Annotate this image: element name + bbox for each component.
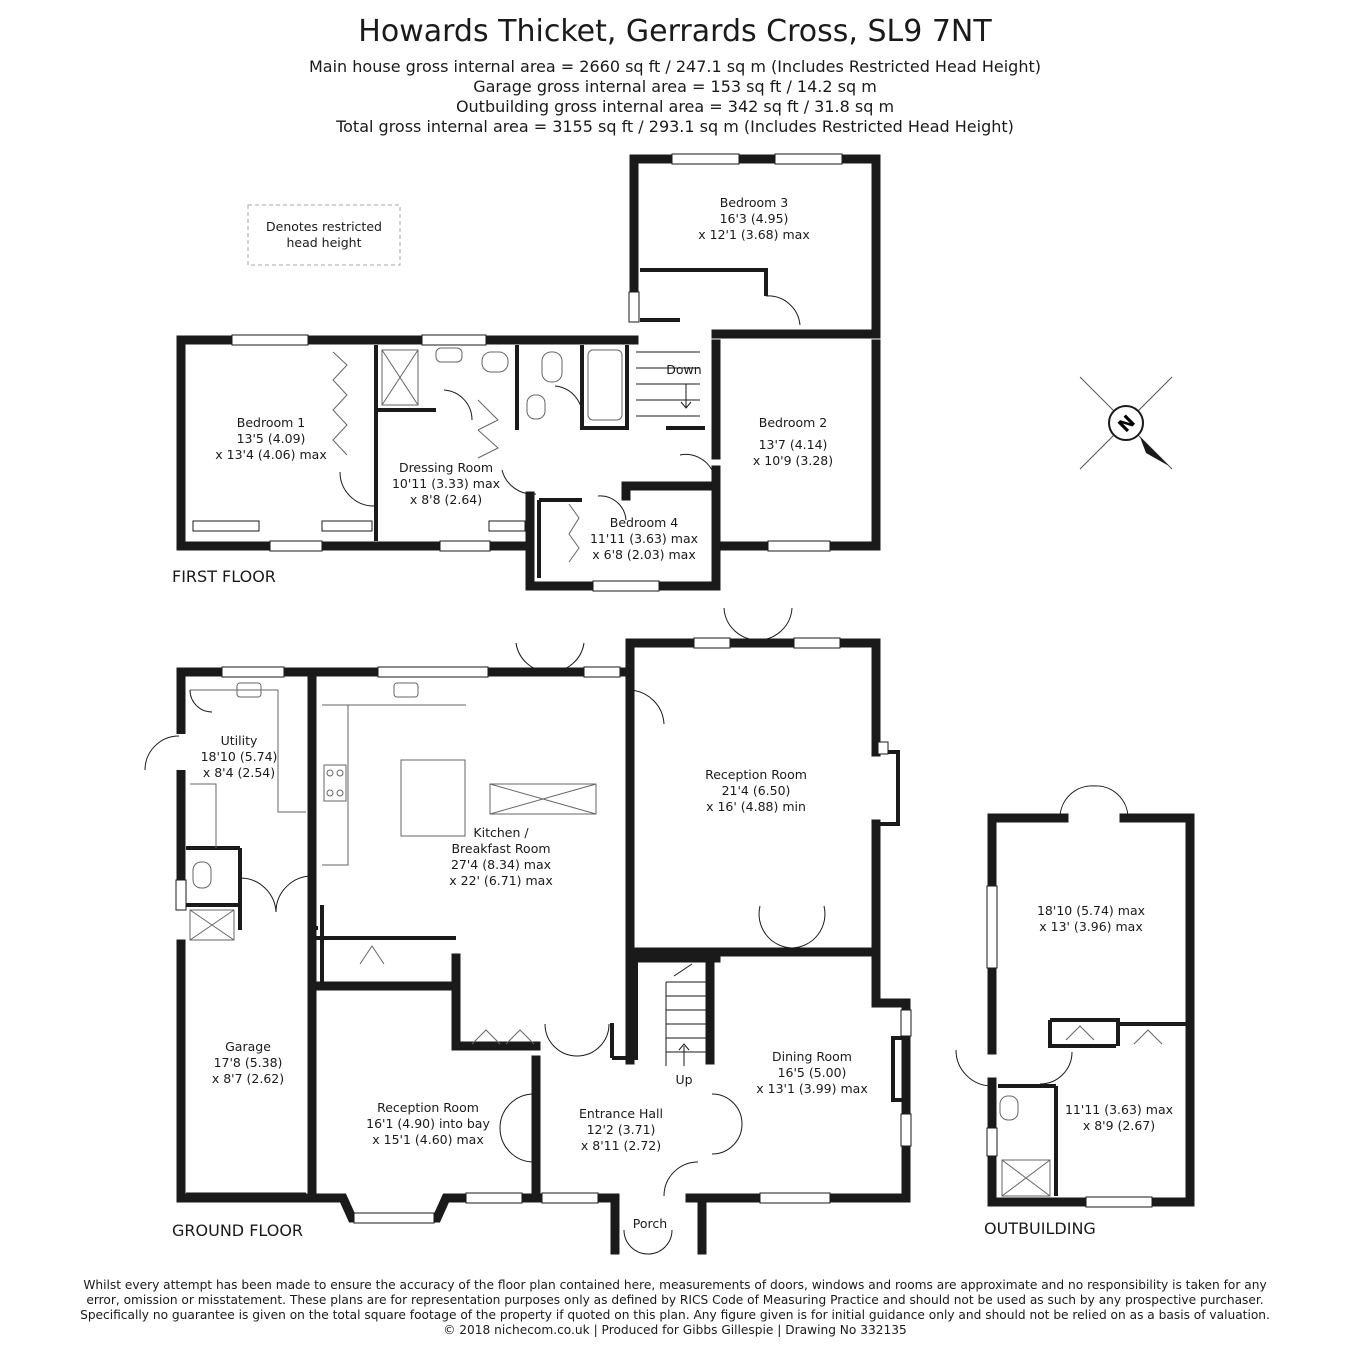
utility-dim1: 18'10 (5.74) [201, 749, 278, 764]
outbuilding-label: OUTBUILDING [984, 1219, 1096, 1238]
legend-line2: head height [286, 235, 361, 250]
garage-dim2: x 8'7 (2.62) [212, 1071, 284, 1086]
kitchen-dim1: 27'4 (8.34) max [451, 857, 551, 872]
bedroom3-dim2: x 12'1 (3.68) max [698, 227, 809, 242]
disclaimer-line1: Whilst every attempt has been made to en… [83, 1278, 1267, 1292]
bedroom3-dim1: 16'3 (4.95) [720, 211, 789, 226]
bedroom4-name: Bedroom 4 [610, 515, 679, 530]
kitchen-dim2: x 22' (6.71) max [449, 873, 552, 888]
bedroom2-dim2: x 10'9 (3.28) [753, 453, 833, 468]
copyright-line: © 2018 nichecom.co.uk | Produced for Gib… [443, 1323, 907, 1337]
dressing-dim1: 10'11 (3.33) max [392, 476, 500, 491]
outbuilding-main-dim2: x 13' (3.96) max [1039, 919, 1142, 934]
compass-icon [1079, 376, 1173, 470]
disclaimer-line2: error, omission or misstatement. These p… [86, 1293, 1264, 1307]
dressing-dim2: x 8'8 (2.64) [410, 492, 482, 507]
ground-floor-plan [144, 607, 912, 1255]
reception2-dim1: 16'1 (4.90) into bay [366, 1116, 490, 1131]
entrance-dim1: 12'2 (3.71) [587, 1122, 656, 1137]
disclaimer: Whilst every attempt has been made to en… [40, 1278, 1310, 1338]
legend-line1: Denotes restricted [266, 219, 382, 234]
first-floor-plan [176, 153, 1173, 592]
reception2-name: Reception Room [377, 1100, 479, 1115]
garage-name: Garage [225, 1039, 271, 1054]
porch-name: Porch [633, 1216, 667, 1231]
main-house-area: Main house gross internal area = 2660 sq… [309, 57, 1041, 76]
dining-dim2: x 13'1 (3.99) max [756, 1081, 867, 1096]
garage-dim1: 17'8 (5.38) [214, 1055, 283, 1070]
stairs-up-label: Up [675, 1072, 692, 1087]
garage-area: Garage gross internal area = 153 sq ft /… [473, 77, 877, 96]
utility-dim2: x 8'4 (2.54) [203, 765, 275, 780]
outbuilding-room-dim1: 11'11 (3.63) max [1065, 1102, 1173, 1117]
plan-title: Howards Thicket, Gerrards Cross, SL9 7NT [358, 14, 992, 49]
outbuilding-room-dim2: x 8'9 (2.67) [1083, 1118, 1155, 1133]
utility-name: Utility [221, 733, 258, 748]
entrance-dim2: x 8'11 (2.72) [581, 1138, 661, 1153]
bedroom1-name: Bedroom 1 [237, 415, 305, 430]
bedroom4-dim1: 11'11 (3.63) max [590, 531, 698, 546]
bedroom3-name: Bedroom 3 [720, 195, 788, 210]
entrance-name: Entrance Hall [579, 1106, 663, 1121]
bedroom2-name: Bedroom 2 [759, 415, 827, 430]
stairs-down-label: Down [666, 362, 701, 377]
reception1-dim1: 21'4 (6.50) [722, 783, 791, 798]
outbuilding-main-dim1: 18'10 (5.74) max [1037, 903, 1145, 918]
bedroom4-dim2: x 6'8 (2.03) max [592, 547, 695, 562]
reception1-name: Reception Room [705, 767, 807, 782]
dressing-name: Dressing Room [399, 460, 493, 475]
dining-name: Dining Room [772, 1049, 852, 1064]
kitchen-name1: Kitchen / [473, 825, 529, 840]
bedroom1-dim1: 13'5 (4.09) [237, 431, 306, 446]
first-floor-label: FIRST FLOOR [172, 567, 276, 586]
kitchen-name2: Breakfast Room [451, 841, 550, 856]
bedroom1-dim2: x 13'4 (4.06) max [215, 447, 326, 462]
reception2-dim2: x 15'1 (4.60) max [372, 1132, 483, 1147]
outbuilding-plan [955, 785, 1195, 1208]
dining-dim1: 16'5 (5.00) [778, 1065, 847, 1080]
outbuilding-area: Outbuilding gross internal area = 342 sq… [455, 97, 895, 116]
bedroom2-dim1: 13'7 (4.14) [759, 437, 828, 452]
total-area: Total gross internal area = 3155 sq ft /… [336, 117, 1014, 136]
reception1-dim2: x 16' (4.88) min [706, 799, 806, 814]
ground-floor-label: GROUND FLOOR [172, 1221, 303, 1240]
disclaimer-line3: Specifically no guarantee is given on th… [80, 1308, 1270, 1322]
